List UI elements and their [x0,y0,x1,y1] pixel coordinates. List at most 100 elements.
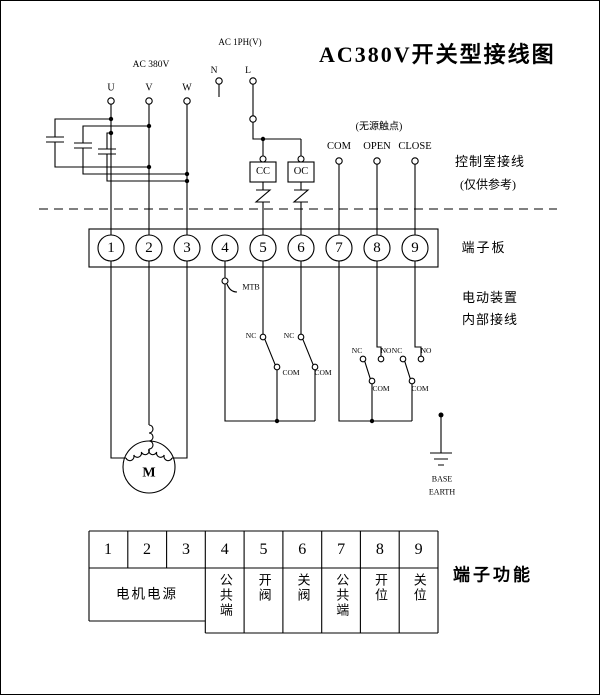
sw5-com-label: COM [282,367,300,377]
close-label: CLOSE [398,141,432,153]
sw5-com-contact [273,363,281,371]
page-title: AC380V开关型接线图 [319,42,556,67]
remote-contact-lines [338,164,416,235]
close-position-switch [404,261,422,421]
board-terminal-5 [249,234,277,262]
board-terminal-3 [173,234,201,262]
motor-winding-wye [125,424,173,462]
sw8-nc-label: NC [351,345,363,355]
terminal-2-number: 2 [145,239,153,256]
function-cell-7: 公共端 [334,573,350,618]
table-number-6: 6 [298,541,307,559]
capacitor-2 [74,125,187,175]
sw8-no-contact [377,355,385,363]
control-room-note-line2: (仅供参考) [460,177,516,192]
terminal-8-number: 8 [373,239,381,256]
motor-letter: M [142,465,156,481]
close-terminal [411,157,419,165]
terminal-5-number: 5 [259,239,267,256]
sw9-com-label: COM [411,383,429,393]
phase-lines [110,104,188,235]
phase-u-label: U [107,82,115,94]
sw5-nc-label: NC [245,330,257,340]
neutral-terminal [215,77,223,85]
mtb-label: MTB [242,282,260,292]
sw8-no-label: NO [380,345,392,355]
mtb-node [221,277,229,285]
sw8-com-label: COM [372,383,390,393]
board-terminal-4 [211,234,239,262]
sw9-no-label: NO [420,345,432,355]
function-cell-8: 开位 [373,573,389,603]
terminal-6-number: 6 [297,239,305,256]
dry-contact-note: (无源触点) [355,121,403,133]
phase-v-label: V [145,82,153,94]
motor-power-cell: 电机电源 [116,586,178,602]
sw9-nc-contact [399,355,407,363]
feedback-common-rail [338,261,412,422]
open-position-switch [364,261,382,421]
function-cell-4: 公共端 [217,573,233,618]
sw6-com-label: COM [314,367,332,377]
neutral-label: N [210,65,218,76]
terminal-9-number: 9 [411,239,419,256]
table-number-9: 9 [414,541,423,559]
terminal-1-number: 1 [107,239,115,256]
board-terminal-7 [325,234,353,262]
internal-wiring-label-line1: 电动装置 [461,289,519,305]
base-earth-label-line2: EARTH [428,487,456,497]
terminal-3-number: 3 [183,239,191,256]
line-label: L [245,65,251,76]
terminal-7-number: 7 [335,239,343,256]
phase-u-terminal [107,97,115,105]
control-room-note-line1: 控制室接线 [454,153,526,169]
oc-input-node [297,155,305,163]
motor-circle [122,440,176,494]
function-table-grid [88,530,439,634]
cc-input-node [259,155,267,163]
table-number-5: 5 [259,541,268,559]
sw6-nc-contact [297,333,305,341]
open-label: OPEN [363,141,391,153]
earth-symbol [430,415,452,466]
sw8-nc-contact [359,355,367,363]
terminal4-wire [224,261,315,422]
junction-dots [108,116,444,424]
motor-wires [110,261,188,459]
table-number-4: 4 [220,541,229,559]
phase-w-terminal [183,97,191,105]
terminal-function-label: 端子功能 [453,565,533,585]
sw9-no-contact [417,355,425,363]
table-number-2: 2 [143,541,151,559]
capacitor-1 [46,118,149,168]
sw8-com-contact [368,377,376,385]
table-number-7: 7 [337,541,346,559]
line-plug-node [249,115,257,123]
sw6-com-contact [311,363,319,371]
capacitor-3 [98,132,187,182]
sw6-nc-label: NC [283,330,295,340]
sw9-com-contact [408,377,416,385]
function-cell-6: 关阀 [295,573,311,603]
board-terminal-9 [401,234,429,262]
phase-v-terminal [145,97,153,105]
table-number-1: 1 [104,541,112,559]
board-terminal-1 [97,234,125,262]
terminal-board-label: 端子板 [461,239,507,255]
ac-380v-label: AC 380V [132,59,170,70]
board-terminal-2 [135,234,163,262]
sw9-nc-label: NC [391,345,403,355]
table-number-8: 8 [375,541,384,559]
oc-coil-label: OC [293,166,309,178]
com-label: COM [327,141,351,153]
internal-wiring-label-line2: 内部接线 [461,311,519,327]
terminal-4-number: 4 [221,239,229,256]
open-terminal [373,157,381,165]
table-number-3: 3 [182,541,190,559]
board-terminal-6 [287,234,315,262]
phase-w-label: W [182,82,192,94]
sw5-nc-contact [259,333,267,341]
com-terminal [335,157,343,165]
